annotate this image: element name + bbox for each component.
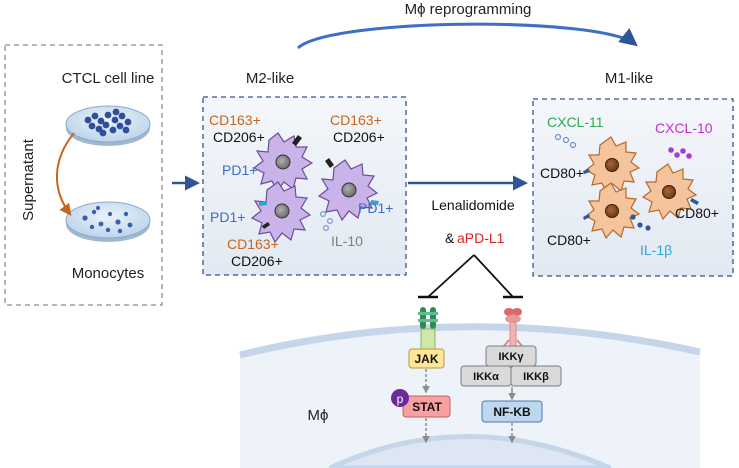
m1-cd80-label: CD80+ — [675, 205, 719, 221]
nfkb-receptor-icon — [503, 308, 523, 347]
m2-marker-cd163: CD163+ — [227, 236, 279, 252]
m2-pd1-label: PD1+ — [222, 162, 257, 178]
figure-title: Mϕ reprogramming — [405, 1, 532, 18]
macrophage-label: Mϕ — [308, 407, 329, 424]
m1-macrophage — [583, 182, 641, 240]
m2-macrophage — [250, 181, 312, 244]
stat-label: STAT — [412, 400, 442, 414]
m1-panel: CXCL-11 CXCL-10 CD80+ CD80+ CD80+ IL-1β — [532, 98, 734, 277]
ikkg-box — [485, 345, 537, 367]
jak-box — [408, 348, 445, 369]
jak-receptor-icon — [418, 307, 438, 350]
cell-pathway: JAK STAT p IKKγ IKKα IKKβ NF-KB Mϕ — [239, 307, 701, 468]
m1-cd80-label: CD80+ — [547, 232, 591, 248]
m2-marker-cd163: CD163+ — [330, 112, 382, 128]
ikkb-box — [510, 365, 562, 387]
m1-macrophage — [641, 163, 699, 221]
phospho-label: p — [397, 392, 404, 406]
m2-marker-cd206: CD206+ — [333, 129, 385, 145]
nucleus — [328, 434, 612, 468]
m2-marker-cd206: CD206+ — [231, 253, 283, 269]
ikkb-label: IKKβ — [523, 371, 549, 383]
il10-particles — [320, 211, 334, 232]
cxcl11-particles — [554, 133, 577, 149]
cxcl10-label: CXCL-10 — [655, 120, 713, 136]
treatment-ampersand: & — [445, 230, 455, 246]
m1-cd80-label: CD80+ — [540, 165, 584, 181]
stat-box — [402, 395, 451, 418]
lenalidomide-label: Lenalidomide — [431, 197, 514, 213]
nfkb-box — [481, 400, 543, 423]
monocyte-dish-icon — [65, 201, 151, 242]
apdl1-label: aPD-L1 — [457, 230, 505, 246]
il1b-particles — [630, 214, 651, 231]
m1-title: M1-like — [605, 70, 653, 87]
ctcl-panel: CTCL cell line Supernata — [4, 44, 163, 306]
supernatant-arrow — [56, 132, 75, 216]
m2-pd1-label: PD1+ — [358, 200, 393, 216]
m2-pd1-label: PD1+ — [210, 209, 245, 225]
cell-membrane — [240, 326, 700, 468]
reprogramming-arrow — [296, 22, 638, 50]
m1-macrophage — [583, 136, 641, 194]
cxcl10-particles — [668, 147, 692, 159]
nfkb-label: NF-KB — [493, 405, 531, 419]
m2-marker-cd163: CD163+ — [209, 112, 261, 128]
m2-panel: CD163+ CD206+ CD163+ CD206+ PD1+ PD1+ PD… — [202, 96, 407, 276]
ctcl-label: CTCL cell line — [62, 70, 155, 87]
il1b-label: IL-1β — [640, 242, 672, 258]
phospho-badge — [391, 389, 409, 407]
ctcl-dish-icon — [65, 105, 151, 146]
cxcl11-label: CXCL-11 — [547, 114, 604, 130]
m2-macrophage — [317, 158, 379, 222]
ikkg-label: IKKγ — [498, 351, 524, 363]
jak-label: JAK — [414, 352, 438, 366]
m2-macrophage — [252, 132, 314, 193]
m2-marker-cd206: CD206+ — [213, 129, 265, 145]
ikka-label: IKKα — [473, 371, 499, 383]
supernatant-label: Supernatant — [20, 138, 37, 221]
inhibition-lines — [418, 254, 523, 299]
m2-title: M2-like — [246, 70, 294, 87]
monocytes-label: Monocytes — [72, 265, 145, 282]
il10-label: IL-10 — [331, 233, 363, 249]
